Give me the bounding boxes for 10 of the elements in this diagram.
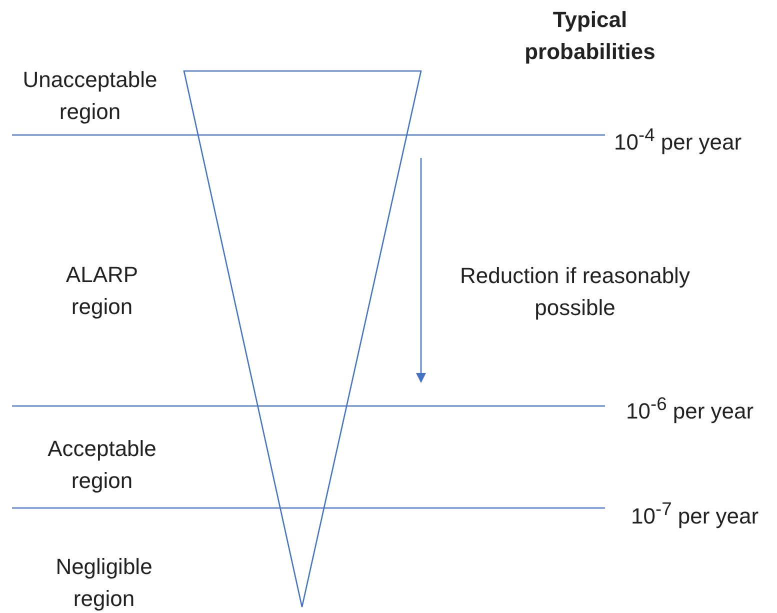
arrow-label: Reduction if reasonably possible (459, 262, 691, 322)
column-heading: Typical probabilities (524, 6, 656, 66)
probability-label: 10$^{-6}$ per year (626, 392, 755, 426)
inverted-triangle (183, 70, 422, 608)
region-label: Acceptable region (46, 435, 158, 495)
probability-label: 10$^{-7}$ per year (631, 497, 760, 530)
region-label: ALARP region (64, 261, 140, 321)
region-label: Unacceptable region (22, 66, 158, 126)
probability-label: 10$^{-4}$ per year (614, 123, 743, 156)
region-label: Negligible region (54, 553, 154, 613)
